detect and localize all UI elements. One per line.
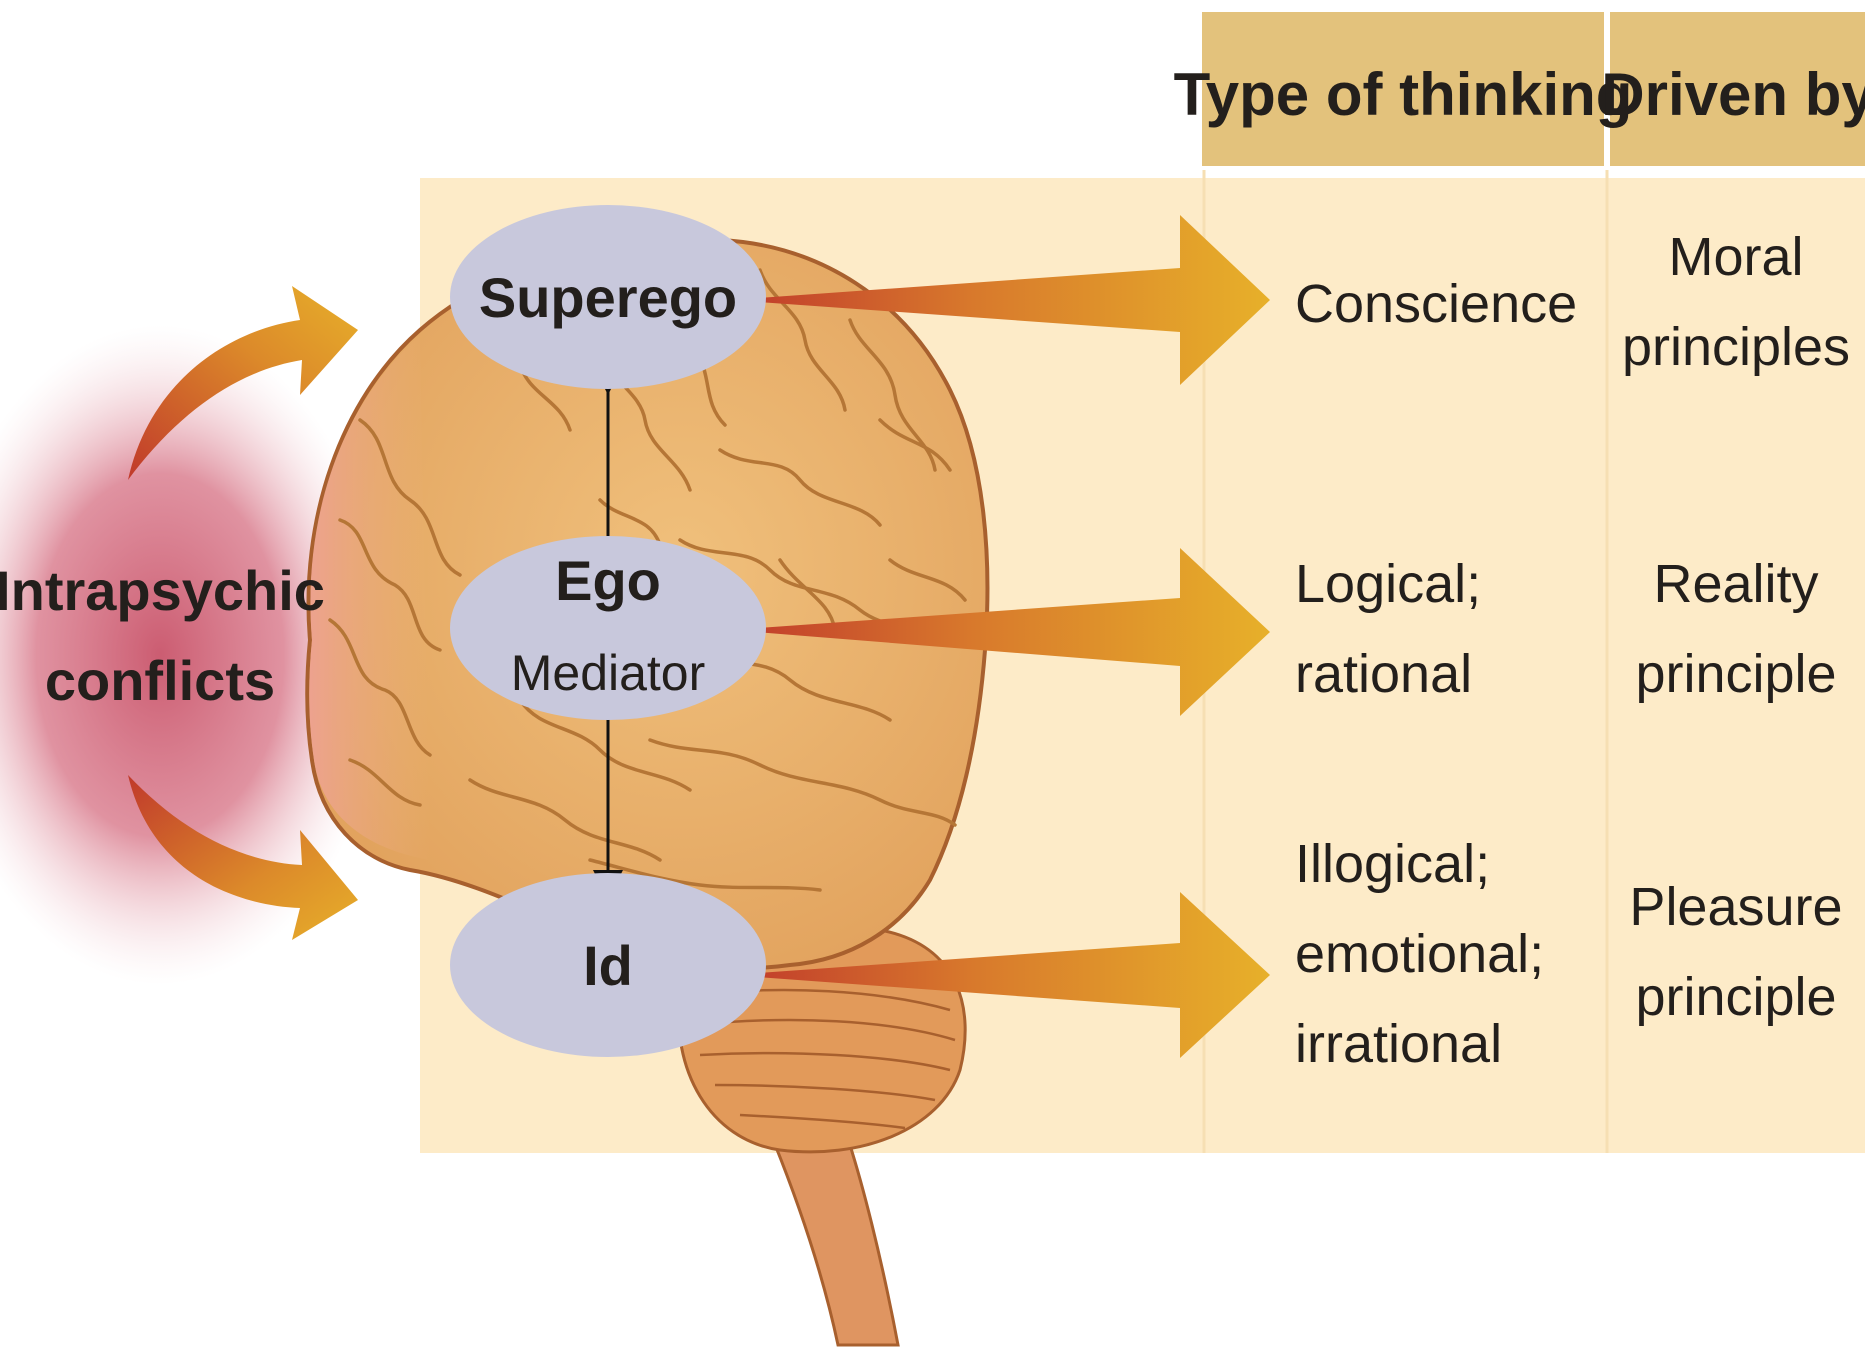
- id-driven-line-2: principle: [1635, 967, 1836, 1027]
- id-thinking-line-3: irrational: [1295, 1014, 1502, 1074]
- superego-label: Superego: [479, 266, 737, 329]
- ego-driven-line-2: principle: [1635, 644, 1836, 704]
- conflict-label-line-2: conflicts: [45, 649, 275, 712]
- header-type-of-thinking: Type of thinking: [1174, 61, 1633, 128]
- id-thinking-line-1: Illogical;: [1295, 834, 1490, 894]
- brain-illustration: [307, 239, 987, 1345]
- id-driven-line-1: Pleasure: [1629, 877, 1842, 937]
- ego-thinking-line-2: rational: [1295, 644, 1472, 704]
- id-thinking-line-2: emotional;: [1295, 924, 1544, 984]
- id-label: Id: [583, 934, 633, 997]
- ego-thinking-line-1: Logical;: [1295, 554, 1481, 614]
- superego-driven-line-2: principles: [1622, 317, 1850, 377]
- ego-label: Ego: [555, 549, 661, 612]
- conflict-label-line-1: Intrapsychic: [0, 559, 325, 622]
- ego-driven-line-1: Reality: [1653, 554, 1818, 614]
- superego-driven-line-1: Moral: [1668, 227, 1803, 287]
- ego-role-label: Mediator: [511, 645, 706, 701]
- header-driven-by: Driven by: [1601, 61, 1865, 128]
- superego-thinking: Conscience: [1295, 274, 1577, 334]
